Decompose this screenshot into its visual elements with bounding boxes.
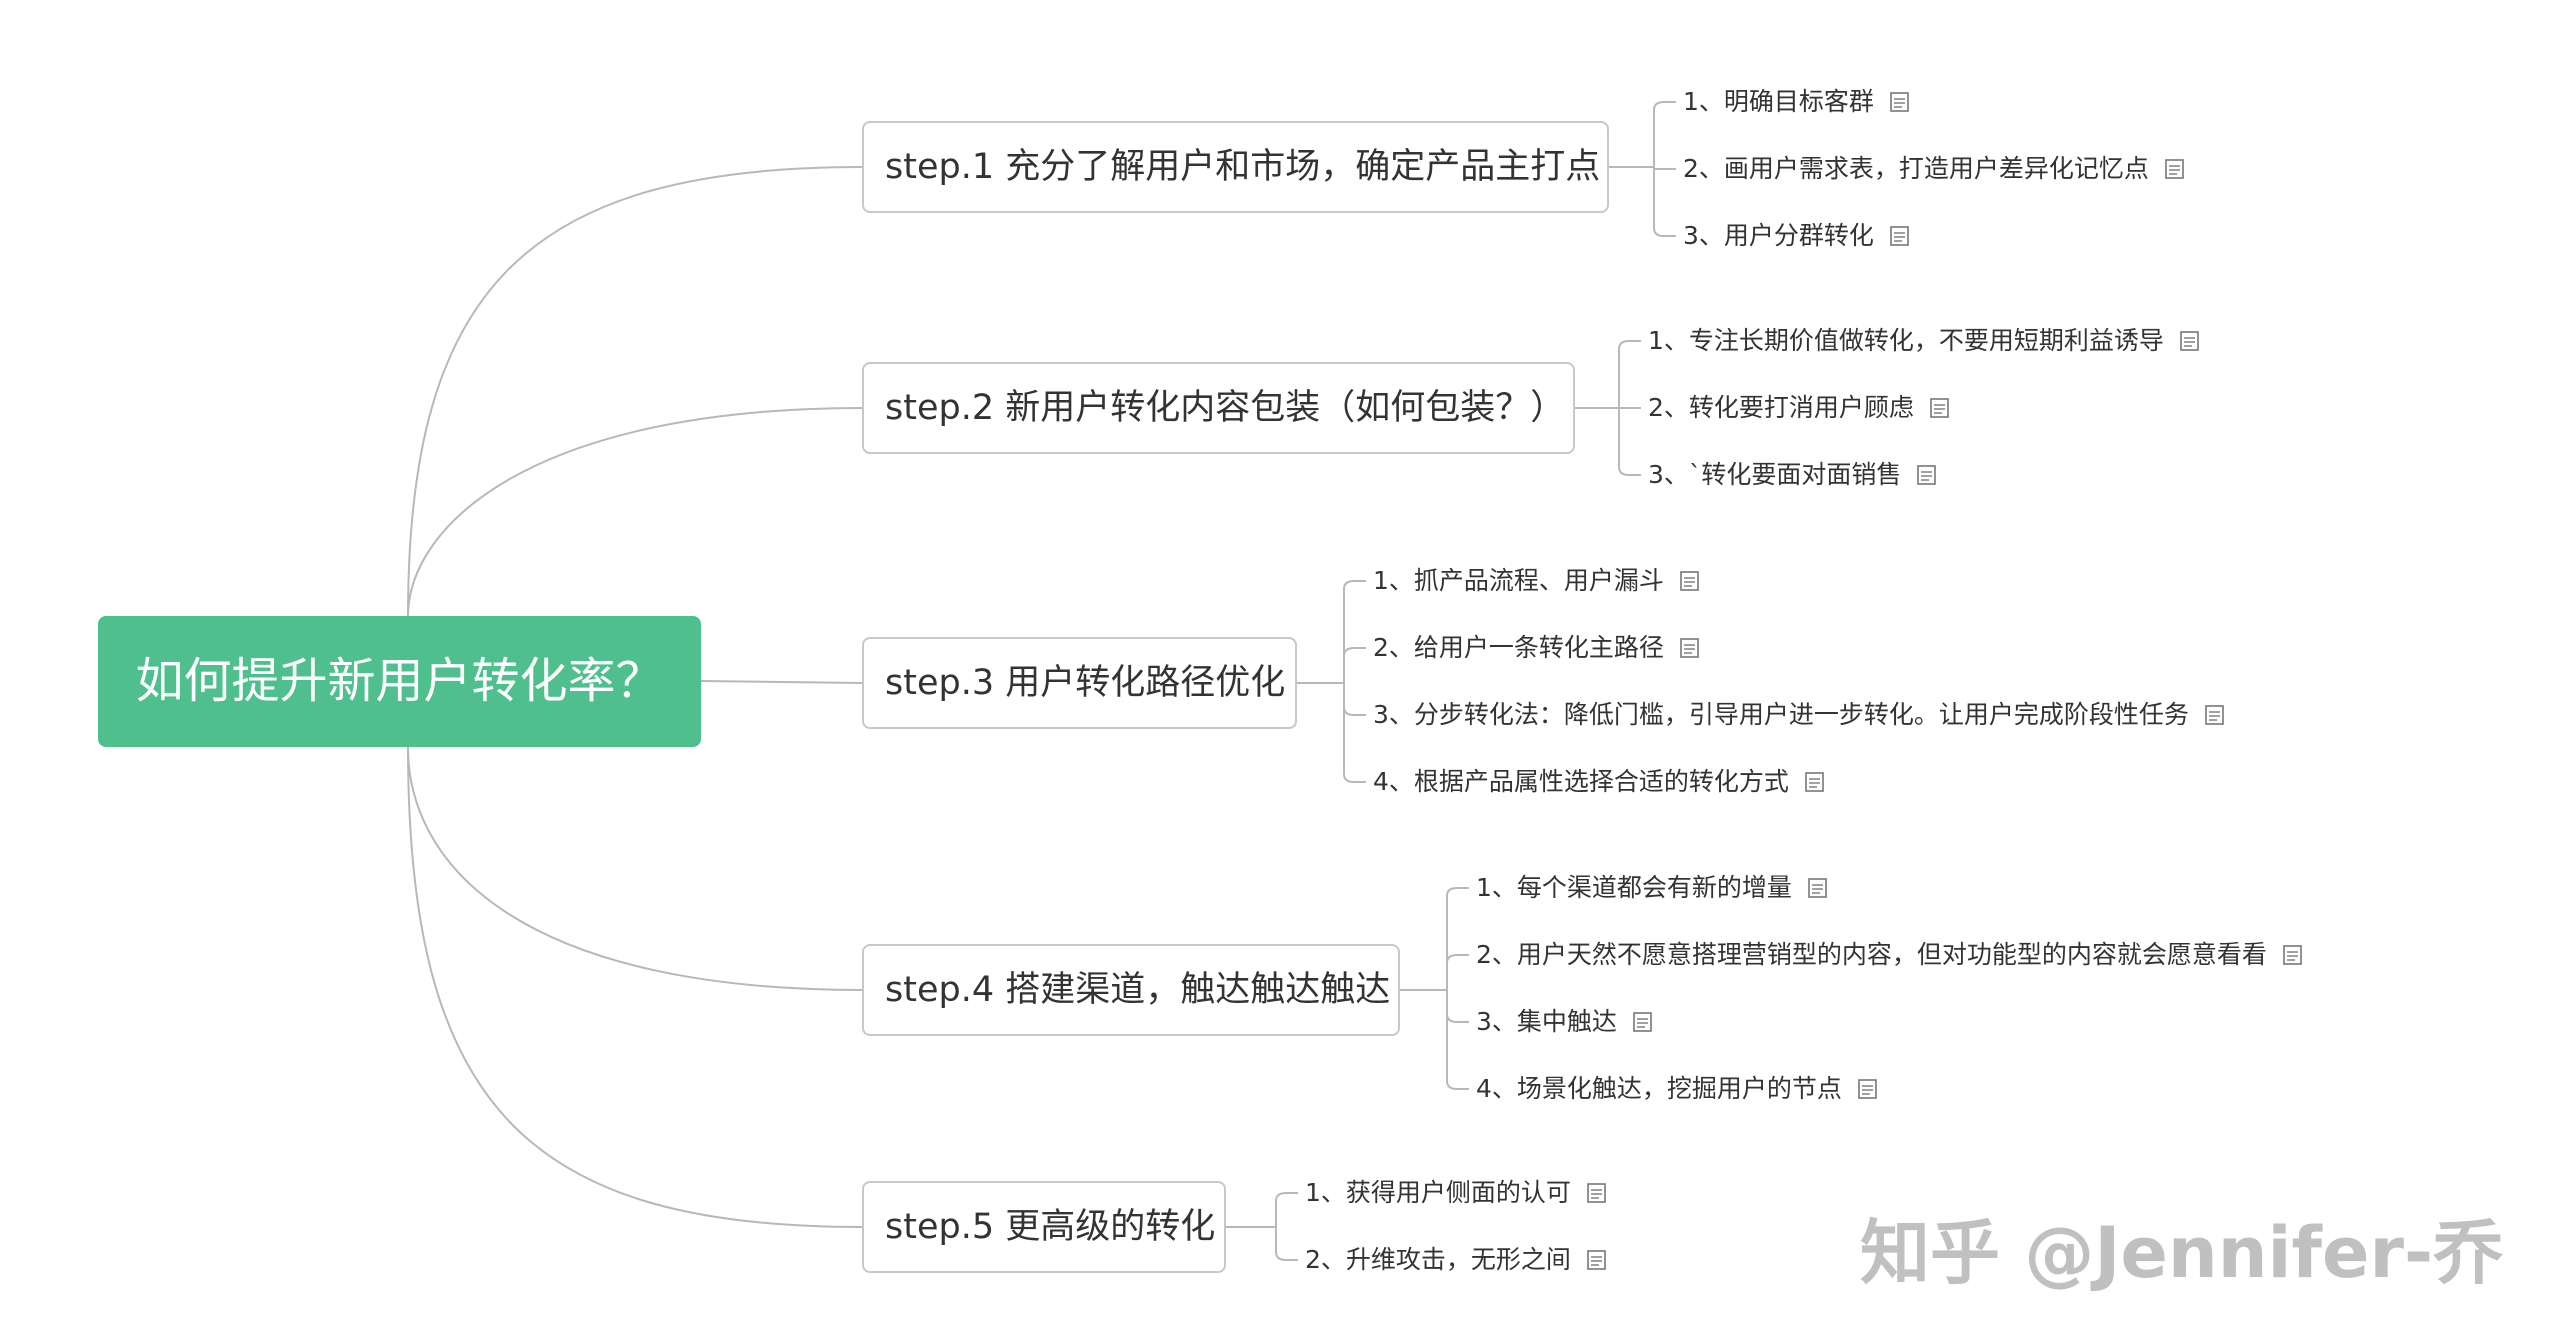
subtopic-label: 2、转化要打消用户顾虑: [1648, 393, 1914, 422]
subtopic-label: 3、`转化要面对面销售: [1648, 460, 1902, 489]
subtopic-label: 4、场景化触达，挖掘用户的节点: [1476, 1074, 1842, 1103]
subtopic-item[interactable]: 2、升维攻击，无形之间: [1305, 1240, 1607, 1280]
watermark: 知乎 @Jennifer-乔: [1860, 1212, 2504, 1294]
subtopic-item[interactable]: 2、转化要打消用户顾虑: [1648, 388, 1950, 428]
root-to-step-2-line: [407, 407, 863, 617]
step-5-item-1-line: [1275, 1192, 1298, 1202]
step-1-item-1-line: [1653, 101, 1676, 111]
step-2-item-1-line: [1618, 340, 1641, 350]
note-icon[interactable]: [1928, 397, 1950, 419]
note-icon[interactable]: [1631, 1011, 1653, 1033]
subtopic-item[interactable]: 2、用户天然不愿意搭理营销型的内容，但对功能型的内容就会愿意看看: [1476, 935, 2303, 975]
subtopic-label: 2、升维攻击，无形之间: [1305, 1245, 1571, 1274]
note-icon[interactable]: [1678, 637, 1700, 659]
step-4-item-3-line: [1446, 1013, 1469, 1023]
step-3-item-2-line: [1343, 647, 1366, 657]
root-topic[interactable]: 如何提升新用户转化率？: [98, 616, 701, 747]
subtopic-item[interactable]: 1、抓产品流程、用户漏斗: [1373, 561, 1700, 601]
root-to-step-5-line: [407, 746, 863, 1228]
subtopic-label: 3、集中触达: [1476, 1007, 1617, 1036]
step-5-topic[interactable]: step.5 更高级的转化: [862, 1181, 1226, 1273]
note-icon[interactable]: [2281, 944, 2303, 966]
step-4-item-1-line: [1446, 887, 1469, 897]
subtopic-label: 1、每个渠道都会有新的增量: [1476, 873, 1792, 902]
subtopic-label: 2、给用户一条转化主路径: [1373, 633, 1664, 662]
step-4-item-4-line: [1446, 1080, 1469, 1090]
subtopic-item[interactable]: 3、用户分群转化: [1683, 216, 1910, 256]
subtopic-item[interactable]: 3、集中触达: [1476, 1002, 1653, 1042]
subtopic-label: 3、分步转化法：降低门槛，引导用户进一步转化。让用户完成阶段性任务: [1373, 700, 2189, 729]
step-1-item-3-line: [1653, 227, 1676, 237]
step-3-item-4-line: [1343, 773, 1366, 783]
subtopic-item[interactable]: 3、分步转化法：降低门槛，引导用户进一步转化。让用户完成阶段性任务: [1373, 695, 2225, 735]
subtopic-item[interactable]: 4、根据产品属性选择合适的转化方式: [1373, 762, 1825, 802]
subtopic-label: 4、根据产品属性选择合适的转化方式: [1373, 767, 1789, 796]
subtopic-label: 1、明确目标客群: [1683, 87, 1874, 116]
note-icon[interactable]: [1915, 464, 1937, 486]
note-icon[interactable]: [1888, 225, 1910, 247]
note-icon[interactable]: [2178, 330, 2200, 352]
step-1-topic[interactable]: step.1 充分了解用户和市场，确定产品主打点: [862, 121, 1609, 213]
subtopic-label: 1、专注长期价值做转化，不要用短期利益诱导: [1648, 326, 2164, 355]
note-icon[interactable]: [2163, 158, 2185, 180]
step-2-item-3-line: [1618, 466, 1641, 476]
note-icon[interactable]: [1803, 771, 1825, 793]
subtopic-label: 3、用户分群转化: [1683, 221, 1874, 250]
step-3-item-3-line: [1343, 706, 1366, 716]
root-to-step-1-line: [407, 166, 863, 617]
subtopic-item[interactable]: 1、每个渠道都会有新的增量: [1476, 868, 1828, 908]
subtopic-item[interactable]: 4、场景化触达，挖掘用户的节点: [1476, 1069, 1878, 1109]
note-icon[interactable]: [2203, 704, 2225, 726]
subtopic-item[interactable]: 1、专注长期价值做转化，不要用短期利益诱导: [1648, 321, 2200, 361]
step-3-topic[interactable]: step.3 用户转化路径优化: [862, 637, 1297, 729]
note-icon[interactable]: [1888, 91, 1910, 113]
note-icon[interactable]: [1856, 1078, 1878, 1100]
note-icon[interactable]: [1585, 1182, 1607, 1204]
note-icon[interactable]: [1585, 1249, 1607, 1271]
note-icon[interactable]: [1678, 570, 1700, 592]
subtopic-label: 1、抓产品流程、用户漏斗: [1373, 566, 1664, 595]
step-4-topic[interactable]: step.4 搭建渠道，触达触达触达: [862, 944, 1400, 1036]
subtopic-label: 1、获得用户侧面的认可: [1305, 1178, 1571, 1207]
subtopic-item[interactable]: 1、明确目标客群: [1683, 82, 1910, 122]
root-to-step-3-line: [700, 680, 863, 684]
step-5-item-2-line: [1275, 1251, 1298, 1261]
subtopic-item[interactable]: 1、获得用户侧面的认可: [1305, 1173, 1607, 1213]
step-3-item-1-line: [1343, 580, 1366, 590]
root-to-step-4-line: [407, 746, 863, 991]
step-2-topic[interactable]: step.2 新用户转化内容包装（如何包装？）: [862, 362, 1575, 454]
subtopic-item[interactable]: 3、`转化要面对面销售: [1648, 455, 1937, 495]
step-4-item-2-line: [1446, 954, 1469, 964]
subtopic-item[interactable]: 2、给用户一条转化主路径: [1373, 628, 1700, 668]
subtopic-item[interactable]: 2、画用户需求表，打造用户差异化记忆点: [1683, 149, 2185, 189]
note-icon[interactable]: [1806, 877, 1828, 899]
subtopic-label: 2、用户天然不愿意搭理营销型的内容，但对功能型的内容就会愿意看看: [1476, 940, 2267, 969]
subtopic-label: 2、画用户需求表，打造用户差异化记忆点: [1683, 154, 2149, 183]
